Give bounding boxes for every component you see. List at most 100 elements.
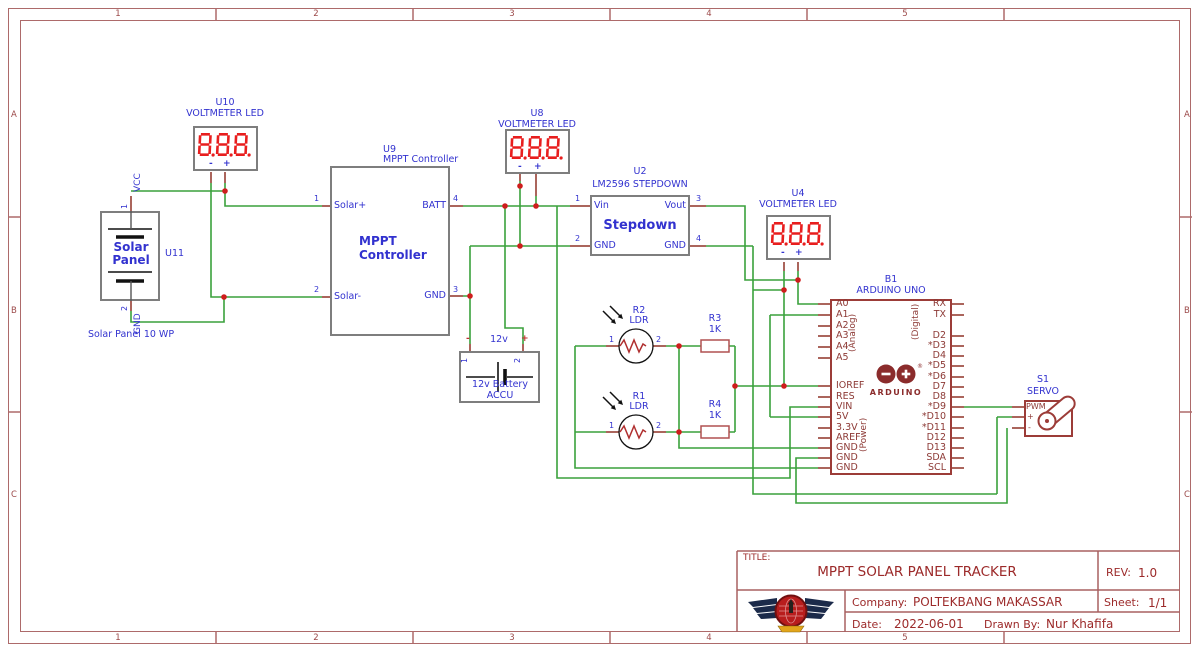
mppt-pin3-number: 3: [453, 285, 459, 294]
arduino-pin-d2: D2: [932, 330, 946, 341]
arduino-pin-a5: A5: [836, 352, 849, 363]
arduino-group-power: (Power): [859, 417, 869, 452]
mppt-pin-batt: BATT: [422, 200, 446, 211]
arduino-pin-rx: RX: [932, 298, 946, 309]
col-label-bottom: 5: [902, 633, 908, 643]
arduino-pin-a3: A3: [836, 330, 849, 341]
servo-pin-plus: +: [1027, 412, 1034, 421]
stepdown-pin2-number: 2: [575, 234, 581, 243]
mppt-pin2-number: 2: [314, 285, 320, 294]
col-label-bottom: 4: [706, 633, 712, 643]
arduino-logo-reg: ®: [917, 363, 923, 370]
battery-minus: -: [466, 334, 470, 344]
arduino-name: ARDUINO UNO: [856, 285, 926, 296]
stepdown-pin-vout: Vout: [664, 200, 686, 211]
voltmeter-u10-plus: +: [223, 159, 231, 169]
solar-panel-ref: U11: [165, 248, 185, 259]
col-label-top: 2: [313, 9, 319, 19]
servo-pin-minus: -: [1028, 423, 1031, 432]
row-label-left: C: [11, 490, 17, 500]
arduino-pin-d4: D4: [932, 350, 946, 361]
mppt-pin4-number: 4: [453, 194, 459, 203]
arduino-pin-d12: D12: [926, 432, 946, 443]
ldr-r1-pin1-number: 1: [609, 421, 615, 430]
mppt-pin1-number: 1: [314, 194, 320, 203]
ldr-r2-pin1-number: 1: [609, 335, 615, 344]
servo-pin-pwm: PWM: [1026, 402, 1046, 411]
company-label: Company:: [852, 596, 908, 609]
battery-pin2-number: 2: [513, 357, 522, 363]
arduino-pin-d3: *D3: [927, 340, 946, 351]
row-label-left: B: [11, 306, 17, 316]
arduino-group-analog: (Analog): [848, 313, 858, 352]
col-label-bottom: 1: [115, 633, 121, 643]
servo-name: SERVO: [1027, 386, 1059, 397]
arduino-pin-sda: SDA: [926, 452, 946, 463]
resistor-r4-ref: R4: [708, 399, 722, 410]
mppt-ref: U9: [383, 144, 396, 155]
rev-label: REV:: [1106, 566, 1131, 579]
arduino-pin-d13: D13: [926, 442, 946, 453]
solar-panel-text2: Panel: [112, 253, 150, 267]
stepdown-inner: Stepdown: [603, 218, 677, 233]
drawn-by-label: Drawn By:: [984, 618, 1041, 631]
arduino-pin-d10: *D10: [921, 411, 946, 422]
voltmeter-u4-plus: +: [795, 248, 803, 258]
arduino-pin-d6: *D6: [927, 371, 946, 382]
battery-caption2: ACCU: [486, 390, 514, 401]
ldr-r2-pin2-number: 2: [656, 335, 662, 344]
servo-ref: S1: [1036, 374, 1050, 385]
stepdown-name: LM2596 STEPDOWN: [592, 179, 688, 190]
col-label-top: 3: [509, 9, 515, 19]
voltmeter-u8-name: VOLTMETER LED: [498, 119, 576, 130]
mppt-pin-solar-minus: Solar-: [334, 291, 362, 302]
arduino-pin-a2: A2: [836, 320, 849, 331]
stepdown-ref: U2: [633, 166, 647, 177]
arduino-pin-gnd2: GND: [836, 452, 858, 463]
company-value: POLTEKBANG MAKASSAR: [913, 595, 1063, 609]
arduino-pin-gnd1: GND: [836, 442, 858, 453]
stepdown-pin-gnd-left: GND: [594, 240, 616, 251]
mppt-inner1: MPPT: [359, 234, 397, 248]
col-label-bottom: 2: [313, 633, 319, 643]
stepdown-pin3-number: 3: [696, 194, 702, 203]
arduino-pin-a0: A0: [836, 298, 849, 309]
arduino-pin-gnd3: GND: [836, 462, 858, 473]
resistor-r3-ref: R3: [708, 313, 722, 324]
stepdown-pin-vin: Vin: [594, 200, 609, 211]
voltmeter-u4-name: VOLTMETER LED: [759, 199, 837, 210]
mppt-inner2: Controller: [359, 248, 427, 262]
arduino-pin-aref: AREF: [836, 432, 861, 443]
arduino-pin-d7: D7: [932, 381, 946, 392]
col-label-bottom: 3: [509, 633, 515, 643]
resistor-r3-value: 1K: [708, 324, 722, 335]
voltmeter-u8-ref: U8: [530, 108, 544, 119]
arduino-pin-scl: SCL: [928, 462, 946, 473]
arduino-pin-5v: 5V: [836, 411, 849, 422]
solar-panel-text1: Solar: [113, 240, 149, 254]
col-label-top: 1: [115, 9, 121, 19]
drawn-by-value: Nur Khafifa: [1046, 617, 1114, 631]
col-label-top: 5: [902, 9, 908, 19]
solar-panel-pin2-number: 2: [120, 305, 129, 311]
voltmeter-u8-plus: +: [534, 162, 542, 172]
solar-panel-pin1-number: 1: [120, 203, 129, 209]
voltmeter-u10-minus: -: [209, 159, 213, 169]
stepdown-pin4-number: 4: [696, 234, 702, 243]
arduino-pin-d8: D8: [932, 391, 946, 402]
row-label-right: C: [1184, 490, 1190, 500]
mppt-name: MPPT Controller: [383, 154, 459, 165]
arduino-ref: B1: [884, 274, 898, 285]
battery-caption1: 12v Battery: [472, 379, 528, 390]
arduino-pin-a4: A4: [836, 341, 849, 352]
rev-value: 1.0: [1138, 566, 1158, 580]
battery-pin1-number: 1: [460, 357, 469, 363]
battery-label: 12v: [490, 334, 508, 345]
voltmeter-u8-minus: -: [518, 162, 522, 172]
row-label-right: A: [1184, 110, 1190, 120]
ldr-r2-ref: R2: [632, 305, 646, 316]
arduino-logo-text: ARDUINO: [869, 388, 923, 397]
solar-panel-caption: Solar Panel 10 WP: [87, 329, 175, 340]
arduino-pin-tx: TX: [933, 309, 946, 320]
arduino-pin-res: RES: [836, 391, 855, 402]
